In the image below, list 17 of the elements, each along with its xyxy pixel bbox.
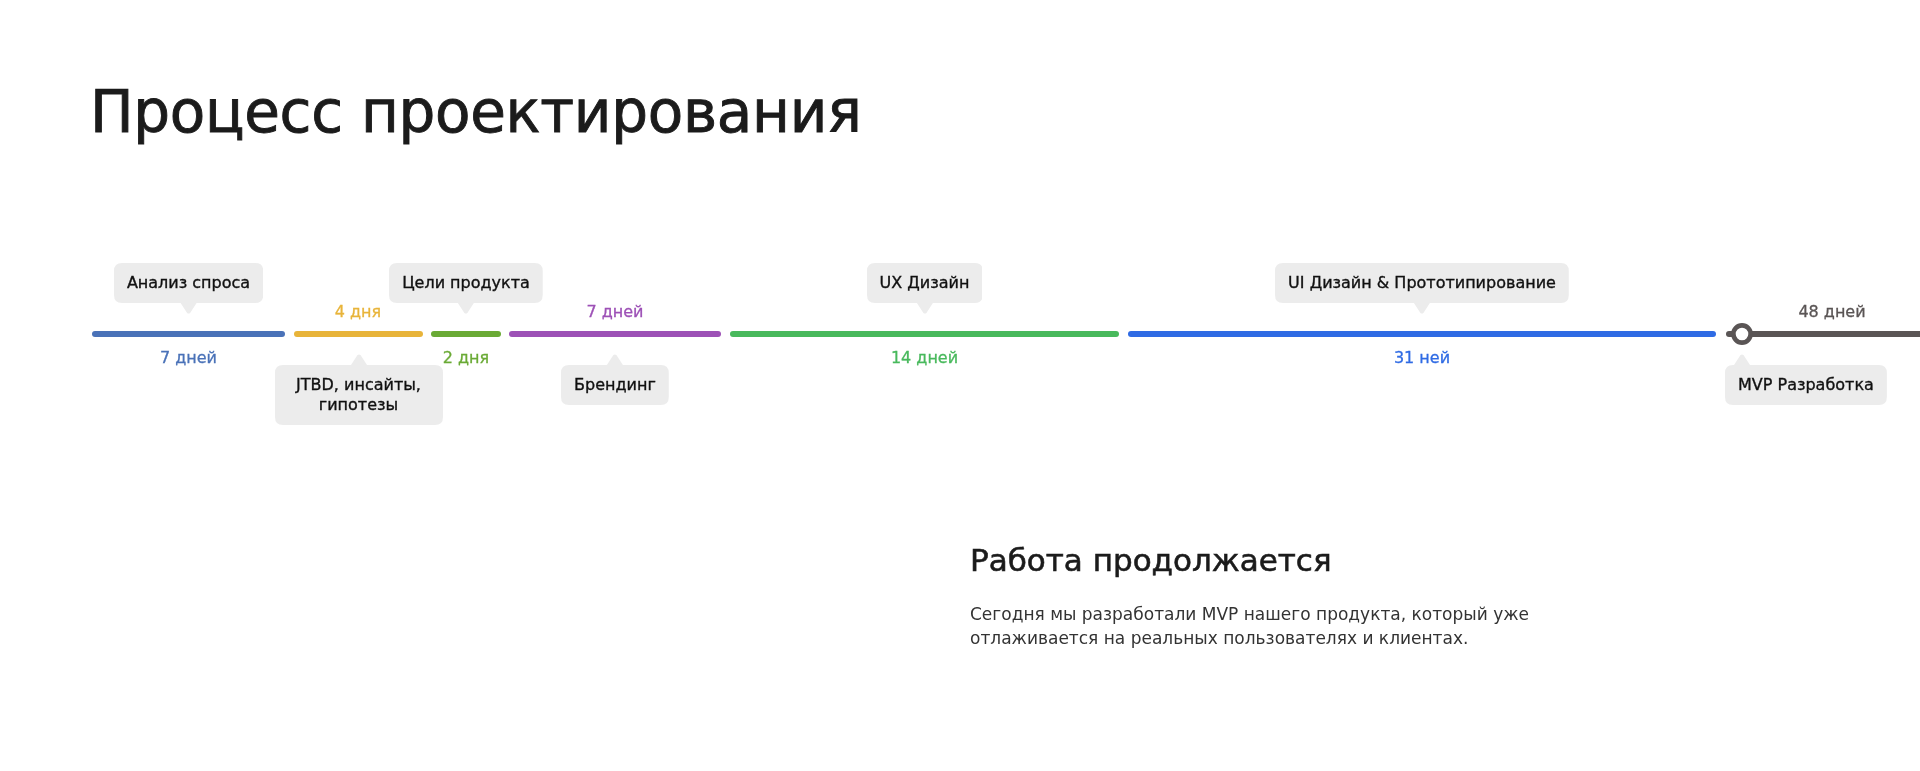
callout-bubble: UI Дизайн & Прототипирование (1275, 263, 1569, 314)
callout-bubble: UX Дизайн (866, 263, 983, 314)
description-text: Сегодня мы разработали MVP нашего продукта, который уже отлаживается на реальных пользователях и клиентах. (970, 603, 1531, 650)
duration-label: 14 дней (890, 348, 959, 368)
callout-bubble: Цели продукта (389, 263, 543, 314)
callout-bubble: Брендинг (561, 354, 669, 405)
title: Процесс проектирования (90, 78, 862, 146)
duration-label: 7 дней (586, 302, 644, 322)
callout-bubble: Анализ спроса (113, 263, 264, 314)
duration-label: 48 дней (1798, 302, 1866, 322)
duration-label: 7 дней (160, 348, 217, 368)
duration-label: 31 ней (1393, 348, 1451, 368)
section-heading: Работа продолжается (970, 541, 1332, 580)
callout-bubble: JTBD, инсайты, гипотезы (274, 354, 443, 425)
callout-bubble: MVP Разработка (1725, 354, 1887, 405)
duration-label: 2 дня (442, 348, 490, 368)
duration-label: 4 дня (334, 302, 382, 322)
